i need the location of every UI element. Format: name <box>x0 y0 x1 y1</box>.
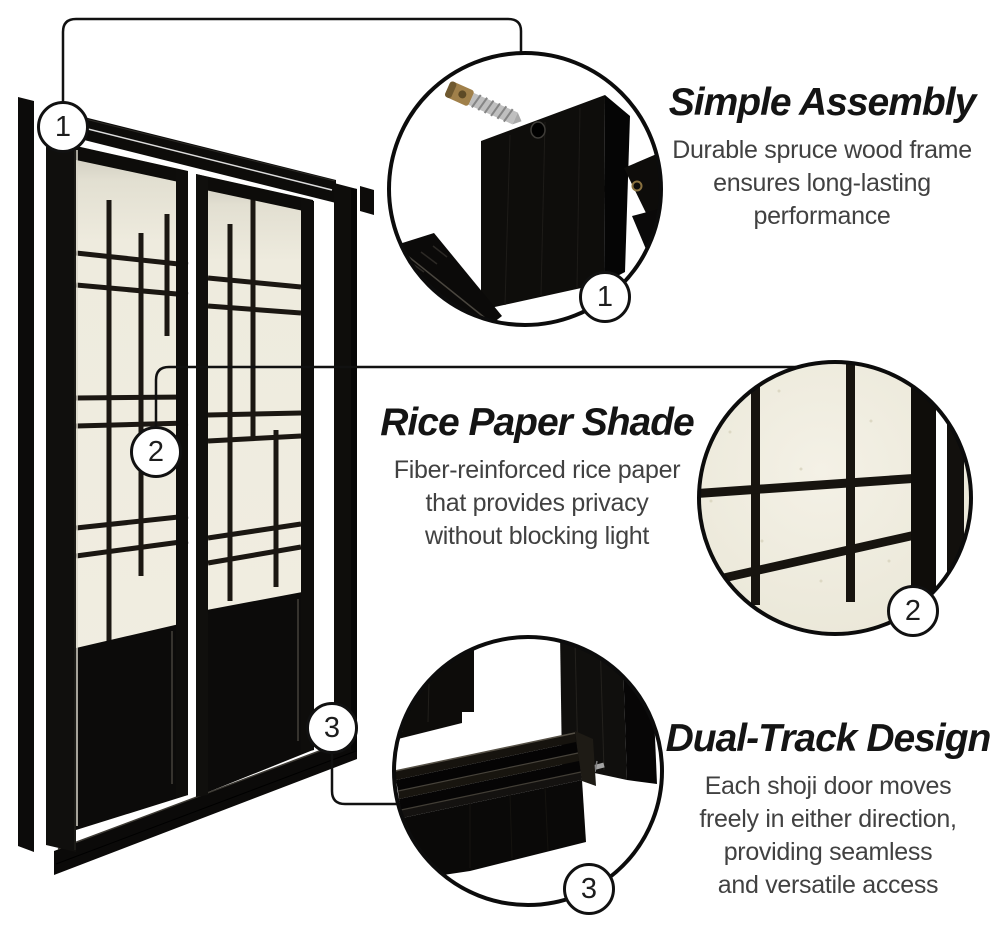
feature-1-line-2: ensures long-lasting <box>713 169 931 197</box>
header-beam <box>56 110 336 203</box>
leader-line-1 <box>61 17 523 103</box>
callout-1-number: 1 <box>596 280 614 313</box>
feature-2-description: Fiber-reinforced rice paper that provide… <box>337 454 737 553</box>
callout-circle-3 <box>392 635 664 907</box>
lattice-left <box>75 200 189 642</box>
marker-3-circle: 3 <box>306 702 358 754</box>
marker-1-circle: 1 <box>37 101 89 153</box>
feature-2-title: Rice Paper Shade <box>380 401 694 444</box>
feature-3-line-3: providing seamless <box>723 838 933 866</box>
dual-track-rail <box>394 731 596 881</box>
feature-2-line-1: Fiber-reinforced rice paper <box>393 456 681 484</box>
callout-2-badge: 2 <box>887 585 939 637</box>
leader-line-2 <box>154 365 796 427</box>
marker-3-number: 3 <box>323 711 341 744</box>
dowel-hole <box>530 121 546 139</box>
feature-block-2: Rice Paper Shade Fiber-reinforced rice p… <box>337 400 737 553</box>
screw-icon <box>445 81 522 125</box>
lattice-right <box>207 198 302 601</box>
callout-2-number: 2 <box>904 594 922 627</box>
callout-3-badge: 3 <box>563 863 615 915</box>
door-unit <box>18 97 374 875</box>
callout-circle-1 <box>387 51 663 327</box>
shoji-door-right <box>196 174 314 797</box>
callout-3-number: 3 <box>580 872 598 905</box>
feature-block-3: Dual-Track Design Each shoji door moves … <box>628 716 990 902</box>
feature-1-description: Durable spruce wood frame ensures long-l… <box>622 134 990 233</box>
marker-2-circle: 2 <box>130 426 182 478</box>
feature-3-line-4: and versatile access <box>717 871 939 899</box>
feature-1-title: Simple Assembly <box>668 81 977 124</box>
right-jamb <box>334 183 374 752</box>
left-jamb <box>18 97 76 852</box>
feature-3-line-2: freely in either direction, <box>699 805 957 833</box>
marker-1-number: 1 <box>54 110 72 143</box>
shoji-door-left <box>75 146 189 830</box>
callout-1-badge: 1 <box>579 271 631 323</box>
feature-3-line-1: Each shoji door moves <box>704 772 952 800</box>
feature-1-line-1: Durable spruce wood frame <box>672 136 972 164</box>
feature-2-line-3: without blocking light <box>424 522 650 550</box>
feature-2-line-2: that provides privacy <box>425 489 649 517</box>
marker-2-number: 2 <box>147 435 165 468</box>
leader-line-3 <box>330 754 400 806</box>
feature-3-description: Each shoji door moves freely in either d… <box>628 770 990 902</box>
leader-lines <box>61 17 796 806</box>
feature-3-title: Dual-Track Design <box>665 717 990 760</box>
feature-block-1: Simple Assembly Durable spruce wood fram… <box>622 80 990 233</box>
feature-1-line-3: performance <box>753 202 891 230</box>
